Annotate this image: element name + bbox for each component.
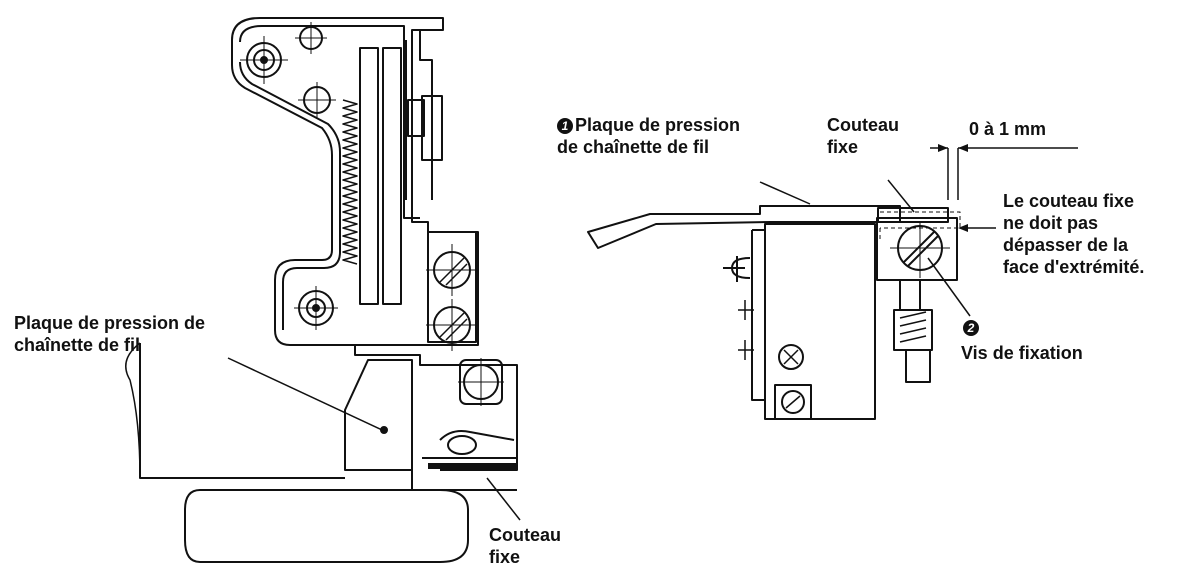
right-pressure-plate [587,205,901,249]
note-label: Le couteau fixe ne doit pas dépasser de … [1003,191,1145,277]
left-slider-bar [359,47,379,305]
right-leader-screw [927,257,971,317]
left-bracket-outline [231,17,479,346]
plate-number-badge: 1 [557,118,573,134]
screw-label: Vis de fixation [961,343,1083,363]
screw-number-badge-wrap: 2 [963,316,981,338]
left-leader-knife [486,477,521,521]
left-pressure-plate [344,359,413,471]
left-plate-label: Plaque de pression de chaînette de fil [14,313,206,355]
right-block [764,223,876,420]
left-knife-label: Couteau fixe [489,525,561,567]
gap-label: 0 à 1 mm [969,119,1047,139]
center-marks [240,22,338,330]
right-view [587,144,1078,420]
screw-number-badge: 2 [963,320,979,336]
right-leader-knife [887,179,915,213]
left-knife [428,463,516,469]
left-base [139,343,345,479]
left-leader-plate [227,357,383,431]
right-leader-plate [759,181,811,205]
right-knife-label: Couteau fixe [827,115,899,157]
left-view [125,17,521,563]
left-spring [342,99,358,265]
right-knife [877,207,949,223]
gap-dimension [930,147,1078,200]
